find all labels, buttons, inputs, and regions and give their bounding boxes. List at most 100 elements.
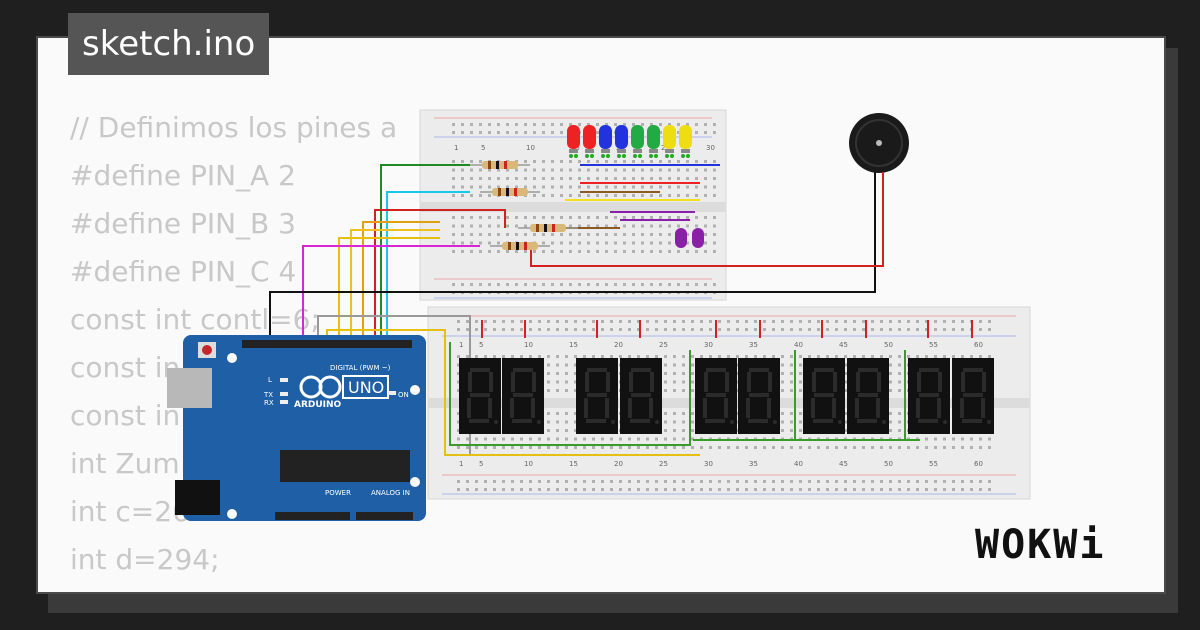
code-line: int e=330 [70, 584, 397, 592]
bb-bottom-number: 50 [884, 460, 893, 468]
led-base [569, 149, 578, 153]
led-row [567, 125, 692, 158]
seven-segment-digit [952, 358, 994, 434]
led-pin [590, 154, 594, 158]
led-base [601, 149, 610, 153]
bb-bottom-number: 25 [659, 460, 668, 468]
bb-bottom-number: 35 [749, 460, 758, 468]
code-preview: // Definimos los pines a#define PIN_A 2#… [70, 104, 397, 592]
resistor-band [516, 242, 519, 250]
seven-segment-digit [620, 358, 662, 434]
purple-leds [675, 228, 704, 248]
resistor [502, 242, 538, 250]
led-pin [585, 154, 589, 158]
bb-top-number: 1 [454, 144, 458, 152]
resistor-band [488, 161, 491, 169]
led-pin [670, 154, 674, 158]
led-base [585, 149, 594, 153]
seven-segment-digit [459, 358, 501, 434]
bb-bottom-number: 50 [884, 341, 893, 349]
board-brand: ARDUINO [294, 400, 342, 410]
bb-top-number: 30 [706, 144, 715, 152]
led-base [649, 149, 658, 153]
l-label: L [268, 376, 272, 384]
code-line: #define PIN_B 3 [70, 207, 296, 240]
led [647, 125, 660, 149]
resistor [530, 224, 566, 232]
bb-bottom-number: 10 [524, 460, 533, 468]
seven-segment-digit [847, 358, 889, 434]
led [663, 125, 676, 149]
resistor-band [544, 224, 547, 232]
led-pin [569, 154, 573, 158]
board-model: UNO [348, 378, 384, 397]
bb-bottom-number: 45 [839, 460, 848, 468]
seven-segment-displays [459, 358, 994, 434]
bb-bottom-number: 20 [614, 341, 623, 349]
led [679, 125, 692, 149]
bb-bottom-number: 25 [659, 341, 668, 349]
led-base [665, 149, 674, 153]
bb-bottom-number: 30 [704, 341, 713, 349]
led-pin [574, 154, 578, 158]
bb-bottom-number: 60 [974, 460, 983, 468]
seven-segment-digit [576, 358, 618, 434]
bb-bottom-number: 15 [569, 341, 578, 349]
led-pin [617, 154, 621, 158]
seven-segment-digit [695, 358, 737, 434]
bb-bottom-number: 45 [839, 341, 848, 349]
resistor-band [552, 224, 555, 232]
bb-top-number: 5 [481, 144, 485, 152]
resistor-band [498, 188, 501, 196]
led-pin [633, 154, 637, 158]
buzzer [849, 113, 909, 173]
led-pin [606, 154, 610, 158]
code-line: int Zum [70, 447, 180, 480]
led-base [633, 149, 642, 153]
led-base [617, 149, 626, 153]
bb-bottom-number: 60 [974, 341, 983, 349]
led-pin [649, 154, 653, 158]
resistor-band [504, 161, 507, 169]
led-pin [638, 154, 642, 158]
analog-label: ANALOG IN [371, 489, 410, 497]
bb-bottom-number: 55 [929, 341, 938, 349]
sketch-filename: sketch.ino [68, 13, 270, 75]
wires [269, 164, 920, 456]
power-label: POWER [325, 489, 351, 497]
led [583, 125, 596, 149]
led [631, 125, 644, 149]
led-pin [601, 154, 605, 158]
bb-top-number: 10 [526, 144, 535, 152]
code-line: const in [70, 399, 181, 432]
led-base [681, 149, 690, 153]
bb-bottom-number: 1 [459, 460, 463, 468]
resistor-band [514, 188, 517, 196]
digital-label: DIGITAL (PWM ~) [330, 364, 391, 372]
bb-bottom-number: 55 [929, 460, 938, 468]
bb-bottom-number: 40 [794, 341, 803, 349]
on-label: ON [398, 391, 409, 399]
seven-segment-digit [738, 358, 780, 434]
seven-segment-digit [908, 358, 950, 434]
led [599, 125, 612, 149]
breadboard-top-gap [420, 202, 726, 212]
wokwi-logo: WOKWi [975, 522, 1106, 568]
bb-bottom-number: 10 [524, 341, 533, 349]
code-line: #define PIN_A 2 [70, 159, 296, 192]
bb-bottom-number: 5 [479, 460, 483, 468]
led [615, 125, 628, 149]
resistor-band [506, 188, 509, 196]
resistor [492, 188, 528, 196]
bb-bottom-number: 20 [614, 460, 623, 468]
code-line: const int contl=6; [70, 303, 320, 336]
resistors [470, 161, 578, 250]
code-line: #define PIN_C 4 [70, 255, 297, 288]
rx-label: RX [264, 399, 274, 407]
led-pin [681, 154, 685, 158]
led-pin [622, 154, 626, 158]
resistor-band [508, 242, 511, 250]
seven-segment-digit [502, 358, 544, 434]
tx-label: TX [263, 391, 273, 399]
bb-top-number: 25 [661, 144, 670, 152]
